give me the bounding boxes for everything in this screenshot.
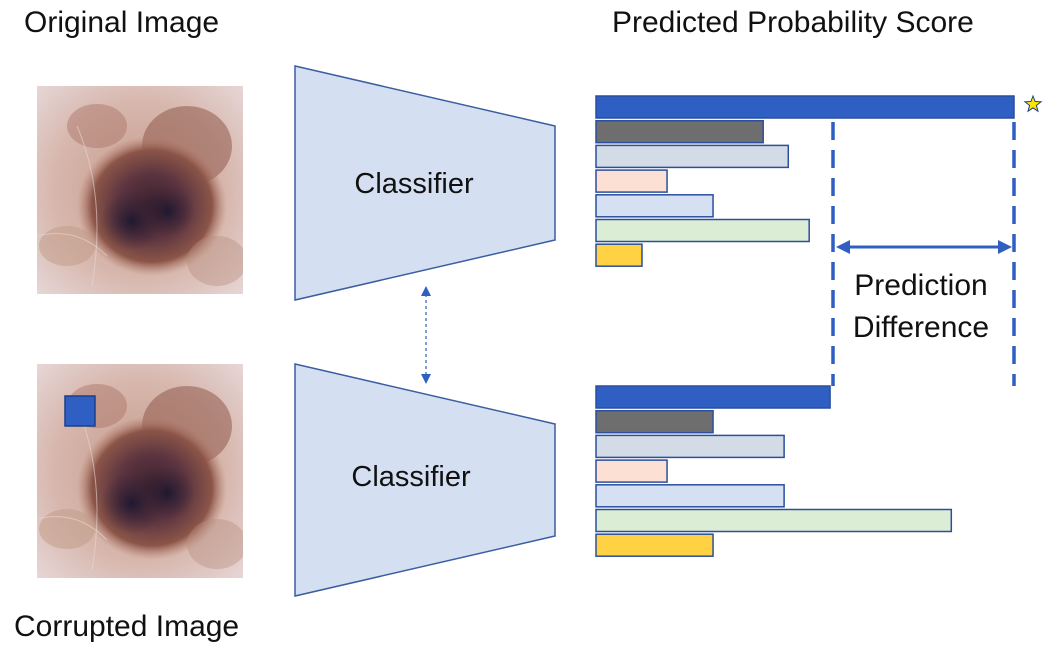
predicted-probability-score-title: Predicted Probability Score [612,6,974,39]
original-image-title: Original Image [24,6,220,39]
shared-classifier-arrow [421,286,431,384]
corrupted-score-bar-5 [595,484,785,508]
classifier-label: Classifier [354,168,474,200]
corrupted-score-bar-7 [595,533,714,557]
arrow-head-right [998,240,1012,254]
original-score-bar-2 [595,119,764,144]
classifier-top: Classifier [294,65,556,301]
corrupted-score-bar-1 [595,385,831,409]
original-score-bar-1 [595,95,1015,119]
arrow-head-up [421,286,431,296]
corrupted-skin-lesion-image [37,364,243,578]
original-score-bar-6 [595,218,810,243]
classifier-label: Classifier [351,461,471,493]
corrupted-score-bar-4 [595,459,668,483]
original-score-bar-7 [595,243,643,267]
occlusion-patch [64,395,96,427]
corrupted-image-title: Corrupted Image [14,610,240,643]
original-score-bars [595,95,1015,267]
prediction-difference-arrow [836,240,1012,254]
star-icon [1023,94,1043,113]
classifier-shape [294,65,556,301]
prediction-difference-label-line2: Difference [853,311,989,344]
arrow-head-left [836,240,850,254]
corrupted-score-bar-3 [595,434,785,459]
original-score-bar-3 [595,144,790,169]
original-score-bar-4 [595,169,668,193]
classifier-shape [294,363,556,597]
classifier-bottom: Classifier [294,363,556,597]
corrupted-score-bars [595,385,953,557]
corrupted-score-bar-6 [595,508,953,533]
original-skin-lesion-image [37,86,243,294]
original-score-bar-5 [595,194,714,218]
prediction-difference-label-line1: Prediction [854,269,987,302]
arrow-head-down [421,374,431,384]
corrupted-score-bar-2 [595,409,714,434]
